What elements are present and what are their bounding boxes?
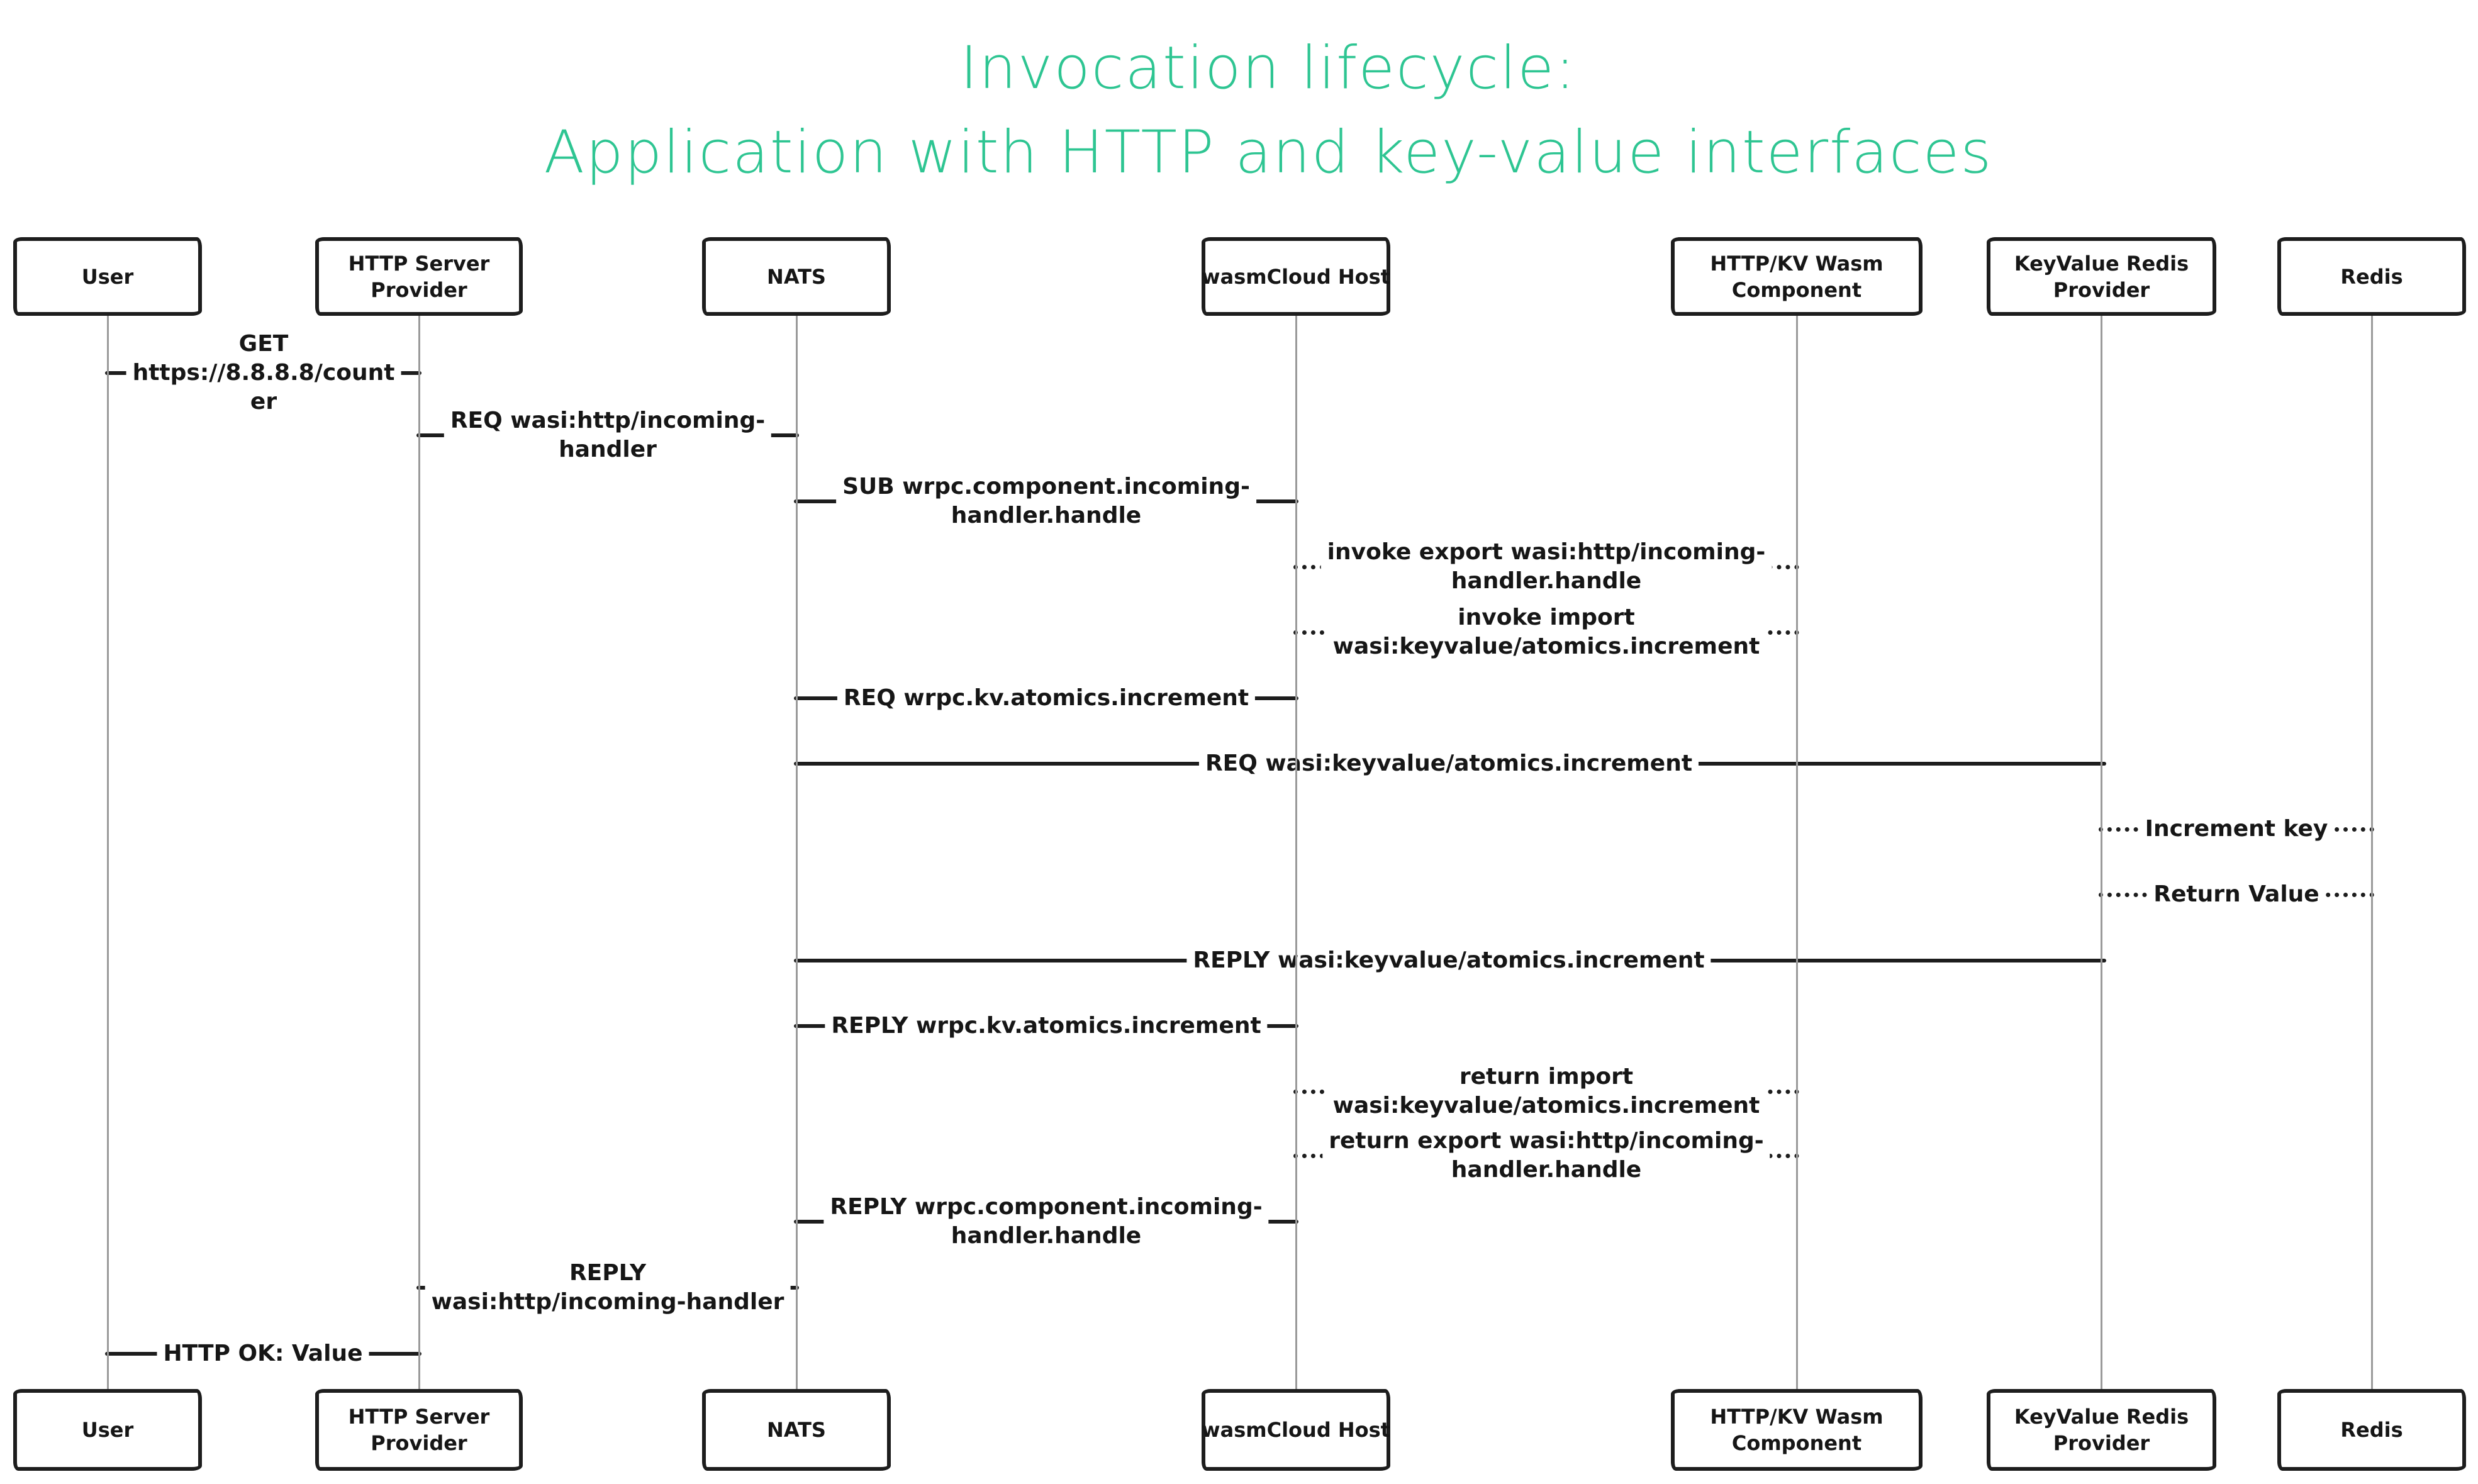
lifeline-http-server-provider <box>418 316 420 1390</box>
diagram-title-line-1: Invocation lifecycle: <box>960 34 1577 103</box>
lifeline-keyvalue-redis-provider <box>2101 316 2102 1390</box>
participant-top-http-server-provider: HTTP Server Provider <box>315 237 523 316</box>
diagram-title-line-2: Application with HTTP and key-value inte… <box>544 118 1993 187</box>
participant-top-keyvalue-redis-provider: KeyValue Redis Provider <box>1987 237 2216 316</box>
message-label-reply-wrpc-component: REPLY wrpc.component.incoming- handler.h… <box>823 1191 1269 1252</box>
participant-top-http-kv-wasm-component: HTTP/KV Wasm Component <box>1671 237 1923 316</box>
participant-bottom-user: User <box>13 1389 202 1471</box>
message-label-reply-wasi-http: REPLY wasi:http/incoming-handler <box>425 1258 791 1318</box>
participant-bottom-redis: Redis <box>2277 1389 2466 1471</box>
participant-bottom-nats: NATS <box>702 1389 891 1471</box>
participant-bottom-http-server-provider: HTTP Server Provider <box>315 1389 523 1471</box>
message-label-sub-wrpc-component: SUB wrpc.component.incoming- handler.han… <box>836 471 1256 532</box>
message-label-increment-key: Increment key <box>2138 813 2335 845</box>
participant-bottom-http-kv-wasm-component: HTTP/KV Wasm Component <box>1671 1389 1923 1471</box>
participant-bottom-wasmcloud-host: wasmCloud Host <box>1202 1389 1390 1471</box>
message-label-http-ok: HTTP OK: Value <box>157 1338 369 1370</box>
lifeline-redis <box>2371 316 2373 1390</box>
lifeline-user <box>107 316 109 1390</box>
message-label-return-value: Return Value <box>2147 879 2326 910</box>
message-label-invoke-export: invoke export wasi:http/incoming- handle… <box>1320 537 1772 597</box>
message-label-return-export: return export wasi:http/incoming- handle… <box>1322 1125 1770 1186</box>
diagram-title: Invocation lifecycle: Application with H… <box>544 26 1993 195</box>
message-label-invoke-import: invoke import wasi:keyvalue/atomics.incr… <box>1326 602 1766 662</box>
lifeline-http-kv-wasm-component <box>1796 316 1798 1390</box>
message-label-reply-wrpc-kv: REPLY wrpc.kv.atomics.increment <box>825 1010 1268 1042</box>
message-label-get: GET https://8.8.8.8/count er <box>126 328 401 418</box>
participant-top-user: User <box>13 237 202 316</box>
lifeline-wasmcloud-host <box>1295 316 1297 1390</box>
message-label-reply-wasi-keyvalue: REPLY wasi:keyvalue/atomics.increment <box>1186 945 1711 976</box>
participant-top-nats: NATS <box>702 237 891 316</box>
participant-top-redis: Redis <box>2277 237 2466 316</box>
lifeline-nats <box>796 316 798 1390</box>
message-label-req-wrpc-kv: REQ wrpc.kv.atomics.increment <box>837 683 1256 714</box>
participant-top-wasmcloud-host: wasmCloud Host <box>1202 237 1390 316</box>
message-label-req-wasi-http: REQ wasi:http/incoming- handler <box>444 405 772 466</box>
message-label-req-wasi-keyvalue: REQ wasi:keyvalue/atomics.increment <box>1198 748 1699 779</box>
participant-bottom-keyvalue-redis-provider: KeyValue Redis Provider <box>1987 1389 2216 1471</box>
message-label-return-import: return import wasi:keyvalue/atomics.incr… <box>1326 1061 1766 1122</box>
